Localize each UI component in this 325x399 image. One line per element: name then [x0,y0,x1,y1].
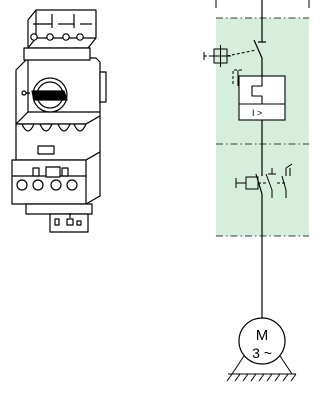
motor-label-phases: 3 ~ [252,345,272,361]
breaker-contact [253,39,263,59]
contactor-coil-symbol [235,176,286,190]
overcurrent-label: I > [252,108,262,118]
motor-label-type: M [256,327,269,344]
circuit-schematic: I > M 3 ~ [203,0,310,382]
contactor-block [11,151,101,205]
auxiliary-contacts-symbol [265,163,293,198]
contactor-main-contact [255,173,263,195]
manual-operator-symbol [203,45,257,67]
motor-symbol: M 3 ~ [238,317,286,365]
zone-corner-ticks [215,0,310,8]
bottom-adaptor [25,203,93,233]
motor-base-ground [226,355,297,382]
upper-terminal-block [27,9,97,49]
thermal-bend [251,76,263,104]
motor-starter-illustration [11,9,107,233]
rotary-handle [21,77,68,113]
